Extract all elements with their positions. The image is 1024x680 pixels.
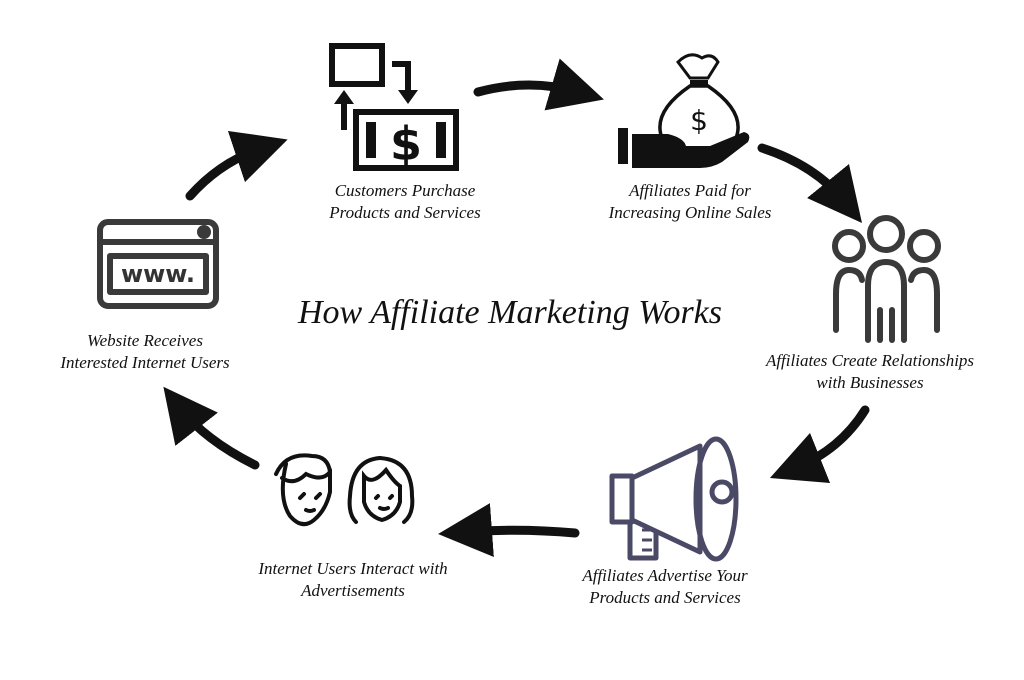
step-label-line2: with Businesses: [816, 373, 924, 392]
step-label-line2: Increasing Online Sales: [608, 203, 772, 222]
step-label-website: Website Receives Interested Internet Use…: [20, 330, 270, 374]
step-label-line2: Interested Internet Users: [60, 353, 230, 372]
step-label-line2: Products and Services: [329, 203, 481, 222]
people-group-icon: [832, 215, 941, 343]
step-label-line2: Advertisements: [301, 581, 405, 600]
money-bag-dollar-sign: $: [690, 104, 708, 137]
step-label-advertise: Affiliates Advertise Your Products and S…: [530, 565, 800, 609]
arrow-purchase-to-paid: [473, 58, 604, 111]
step-label-paid: Affiliates Paid for Increasing Online Sa…: [555, 180, 825, 224]
step-label-line1: Website Receives: [87, 331, 203, 350]
arrow-advertise-to-interact: [438, 503, 580, 557]
step-label-interact: Internet Users Interact with Advertiseme…: [218, 558, 488, 602]
step-label-line1: Affiliates Paid for: [629, 181, 751, 200]
step-label-line1: Affiliates Advertise Your: [582, 566, 748, 585]
step-label-relationships: Affiliates Create Relationships with Bus…: [725, 350, 1015, 394]
arrow-paid-to-relationships: [757, 143, 863, 223]
arrow-relationships-to-advertise: [769, 405, 870, 484]
payment-dollar-sign: $: [390, 117, 422, 171]
arrow-website-to-purchase: [185, 130, 288, 201]
browser-window-icon: [97, 219, 219, 309]
step-label-purchase: Customers Purchase Products and Services: [280, 180, 530, 224]
payment-exchange-icon: [329, 43, 459, 171]
step-label-line1: Internet Users Interact with: [258, 559, 448, 578]
step-label-line1: Affiliates Create Relationships: [765, 351, 975, 370]
arrow-interact-to-website: [163, 386, 260, 470]
diagram-title: How Affiliate Marketing Works: [297, 294, 723, 331]
megaphone-icon: [609, 436, 739, 562]
step-label-line2: Products and Services: [589, 588, 741, 607]
user-faces-icon: [274, 453, 415, 527]
cycle-arrows: [163, 58, 870, 557]
step-label-line1: Customers Purchase: [334, 181, 476, 200]
browser-www-text: www.: [121, 260, 195, 288]
money-bag-hand-icon: [618, 53, 750, 168]
